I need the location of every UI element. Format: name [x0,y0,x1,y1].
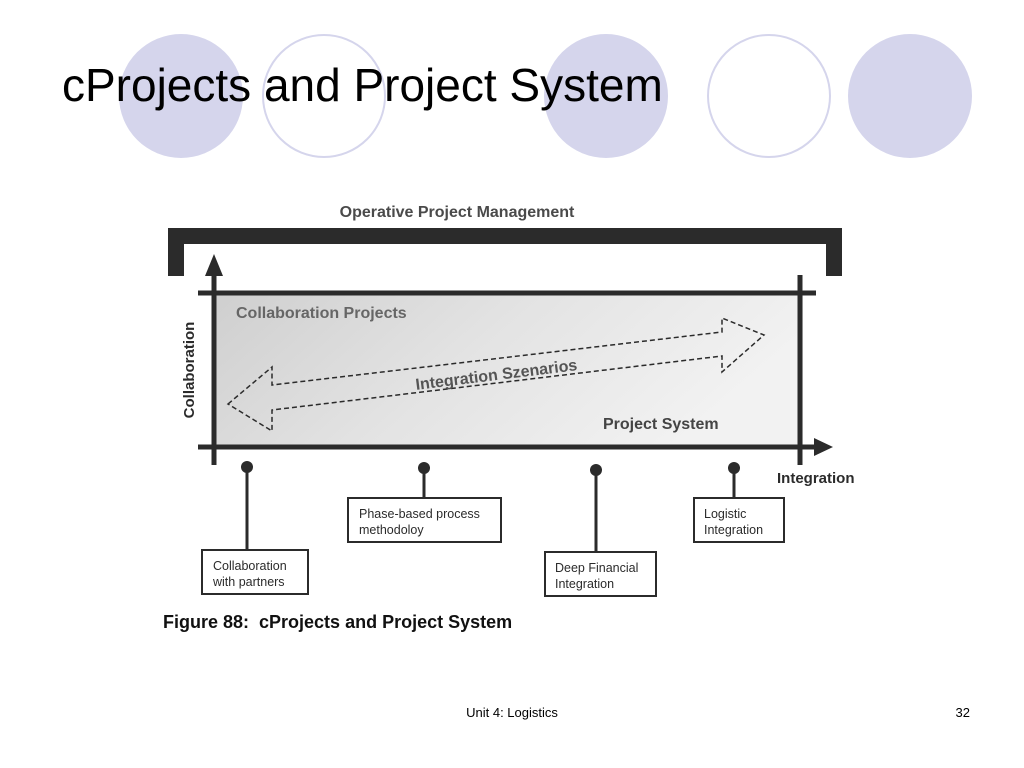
box-line-1: Logistic [704,507,746,521]
box-frame [544,551,657,597]
footer-unit-label: Unit 4: Logistics [466,705,558,720]
box-frame [201,549,309,595]
operative-management-label: Operative Project Management [340,204,575,221]
integration-scenarios-arrow [226,316,766,433]
page-number: 32 [955,705,970,720]
collaboration-axis-label: Collaboration [181,322,198,419]
y-axis-arrowhead [205,254,223,276]
box-frame [693,497,785,543]
box-line-1: Phase-based process [359,507,480,521]
integration-axis-label: Integration [777,470,855,487]
box-line-2: Integration [555,577,614,591]
project-system-label: Project System [603,416,719,433]
feature-box-logistic: Logistic Integration [693,462,785,543]
collaboration-projects-label: Collaboration Projects [236,305,407,322]
box-line-2: with partners [212,575,285,589]
decorative-ring-2 [707,34,831,158]
box-line-1: Deep Financial [555,561,638,575]
box-line-1: Collaboration [213,559,287,573]
slide-title: cProjects and Project System [62,59,663,111]
decorative-circle-3 [848,34,972,158]
decorative-circle-2 [544,34,668,158]
feature-box-deep-financial: Deep Financial Integration [544,464,657,597]
box-line-2: Integration [704,523,763,537]
x-axis-arrowhead [814,438,833,456]
figure-caption: Figure 88: cProjects and Project System [163,612,512,632]
feature-box-phase-based: Phase-based process methodoloy [347,462,502,543]
box-frame [347,497,502,543]
collaboration-zone [215,294,803,446]
decorative-ring-1 [262,34,386,158]
feature-box-collaboration: Collaboration with partners [201,461,309,595]
decorative-circle-1 [119,34,243,158]
box-line-2: methodoloy [359,523,424,537]
operative-management-bracket [168,228,842,276]
cprojects-diagram: Operative Project Management Collaborati… [163,204,855,632]
